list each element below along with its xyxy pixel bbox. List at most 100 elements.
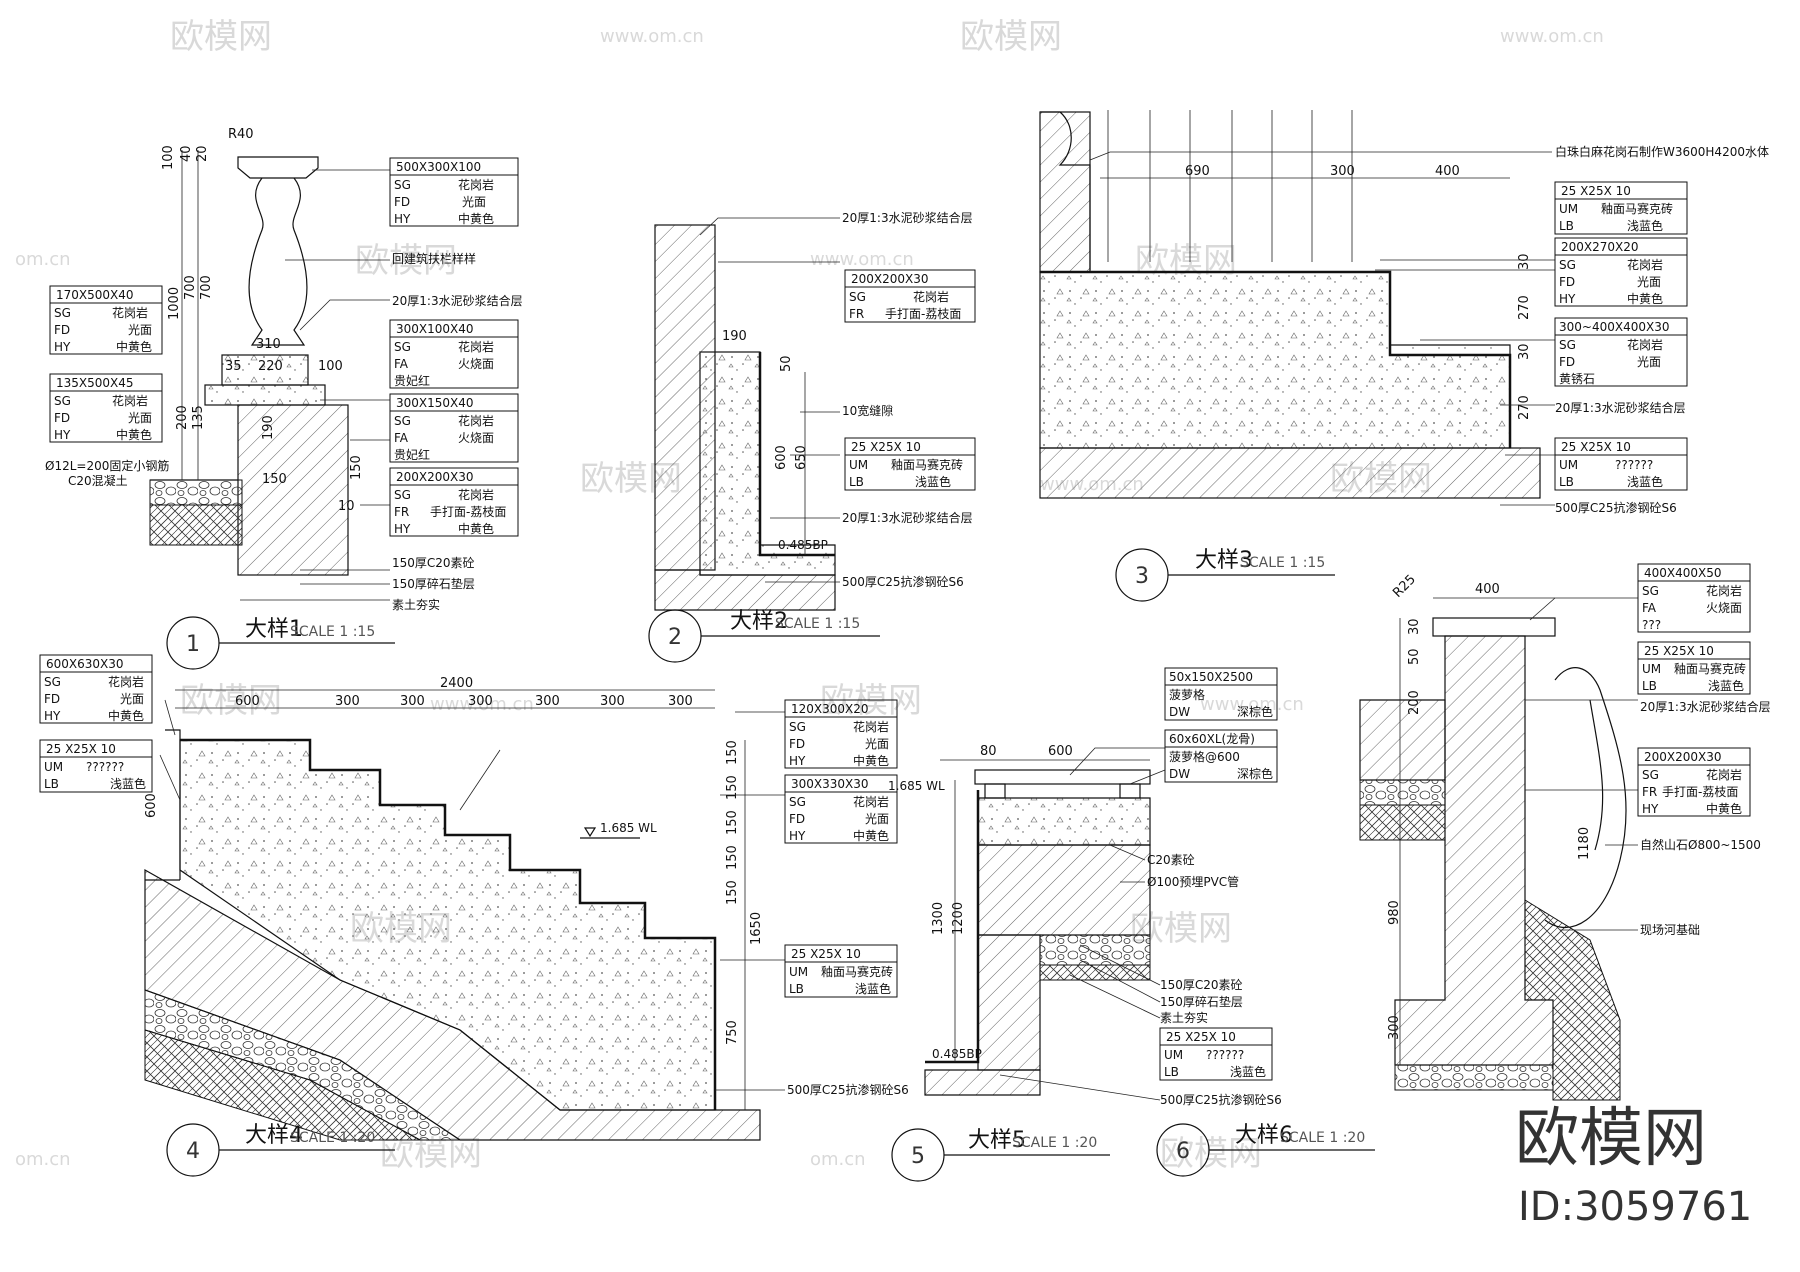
note: 150厚碎石垫层 [1160,994,1243,1009]
dim-text: 80 [980,744,997,759]
note: 10宽缝隙 [842,403,893,418]
dim-text: 150 [349,455,364,480]
note: 500厚C25抗渗钢砼S6 [842,574,964,589]
dim-text: 300 [1330,164,1355,179]
baluster-cap [237,156,319,179]
svg-text:SG: SG [1642,584,1659,598]
timber-joist [1119,783,1141,799]
svg-text:HY: HY [1559,292,1576,306]
svg-text:HY: HY [789,829,806,843]
svg-text:中黄色: 中黄色 [108,708,144,723]
base-block-lower [204,384,326,406]
svg-text:浅蓝色: 浅蓝色 [915,475,951,489]
svg-text:200X200X30: 200X200X30 [1644,750,1722,764]
dim-text: 150 [725,740,740,765]
svg-text:LB: LB [1559,219,1574,233]
svg-text:欧模网: 欧模网 [180,681,282,721]
svg-text:25 X25X 10: 25 X25X 10 [851,440,921,454]
dim-text: 150 [725,880,740,905]
svg-text:花岗岩: 花岗岩 [1627,337,1663,352]
svg-text:UM: UM [1164,1048,1183,1062]
svg-text:600X630X30: 600X630X30 [46,657,124,671]
detail-number: 1 [186,632,200,657]
svg-text:火烧面: 火烧面 [458,431,494,445]
brand-logo-text: 欧模网 [1515,1102,1707,1176]
svg-text:LB: LB [1559,475,1574,489]
note: 20厚1:3水泥砂浆结合层 [1555,400,1686,415]
svg-text:花岗岩: 花岗岩 [853,719,889,734]
svg-text:FD: FD [54,411,70,425]
svg-text:???: ??? [1642,618,1661,632]
detail-scale: SCALE 1 :20 [290,1130,375,1146]
detail-1: R40 100 40 20 1000 700 700 310 220 35 10… [45,127,523,670]
svg-text:中黄色: 中黄色 [1627,291,1663,306]
svg-text:欧模网: 欧模网 [380,1134,482,1174]
svg-text:火烧面: 火烧面 [1706,601,1742,615]
svg-text:50x150X2500: 50x150X2500 [1169,670,1253,684]
svg-text:深棕色: 深棕色 [1237,704,1273,719]
dim-text: 750 [725,1020,740,1045]
svg-text:浅蓝色: 浅蓝色 [1627,219,1663,233]
dim-text: 190 [261,415,276,440]
svg-text:UM: UM [1642,662,1661,676]
dim-text: 690 [1185,164,1210,179]
dim-text: 310 [256,337,281,352]
svg-text:花岗岩: 花岗岩 [853,794,889,809]
svg-text:中黄色: 中黄色 [458,521,494,536]
note: 20厚1:3水泥砂浆结合层 [842,510,973,525]
gravel-layer [1039,934,1151,966]
note: 500厚C25抗渗钢砼S6 [1555,500,1677,515]
pool-basin [1039,271,1511,449]
dim-text: 200 [1407,690,1422,715]
brand-stamp: 欧模网 ID:3059761 [1515,1102,1752,1230]
dim-text: 100 [161,145,176,170]
svg-text:SG: SG [1559,338,1576,352]
svg-text:HY: HY [394,522,411,536]
dim-text: 150 [725,775,740,800]
pool-floor [654,569,836,611]
compacted-soil [1359,804,1446,841]
dim-text: 35 [225,359,242,374]
svg-text:光面: 光面 [128,323,152,337]
svg-text:手打面-荔枝面: 手打面-荔枝面 [885,306,961,321]
svg-text:中黄色: 中黄色 [116,427,152,442]
dim-text: 150 [725,845,740,870]
concrete-wall [237,404,349,576]
dim-text: 40 [179,145,194,162]
note: C20素砼 [1147,853,1195,867]
svg-text:FD: FD [1559,275,1575,289]
svg-text:花岗岩: 花岗岩 [458,487,494,502]
svg-text:光面: 光面 [865,737,889,751]
svg-text:400X400X50: 400X400X50 [1644,566,1722,580]
svg-text:光面: 光面 [128,411,152,425]
tile-edge [758,352,835,557]
brand-id-text: ID:3059761 [1518,1184,1752,1230]
note: 20厚1:3水泥砂浆结合层 [842,210,973,225]
svg-text:FA: FA [394,431,409,445]
svg-text:FD: FD [44,692,60,706]
dim-text: 400 [1435,164,1460,179]
svg-text:花岗岩: 花岗岩 [1627,257,1663,272]
detail-scale: SCALE 1 :15 [1240,555,1325,571]
svg-text:LB: LB [44,777,59,791]
dim-text: 400 [1475,582,1500,597]
svg-text:SG: SG [1559,258,1576,272]
dim-text: 300 [535,694,560,709]
base-block [221,354,309,386]
detail-number: 3 [1135,564,1149,589]
note: 回建筑扶栏样样 [392,251,476,266]
svg-text:25 X25X 10: 25 X25X 10 [1644,644,1714,658]
svg-text:??????: ?????? [86,760,124,774]
svg-text:HY: HY [1642,802,1659,816]
timber-deck [974,769,1151,785]
compacted-soil [1039,964,1151,981]
dim-text: 150 [725,810,740,835]
svg-text:25 X25X 10: 25 X25X 10 [1561,184,1631,198]
